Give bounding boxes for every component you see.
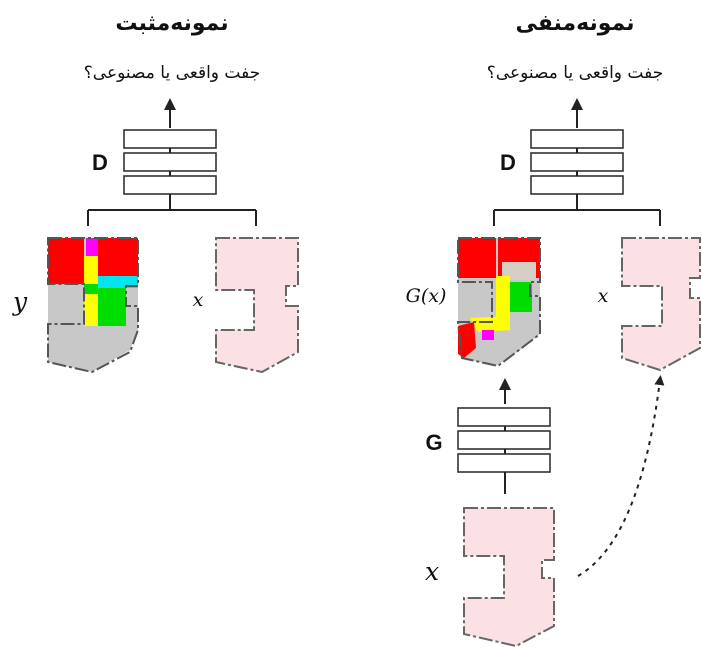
- discriminator-layer: [123, 152, 217, 172]
- positive-floorplan: [47, 237, 139, 374]
- positive-input-bracket: [87, 194, 257, 226]
- positive-discriminator-label: D: [92, 150, 108, 175]
- generated-floorplan: [456, 237, 541, 368]
- discriminator-layer: [530, 152, 624, 172]
- negative-input-bracket: [493, 194, 661, 226]
- generator-layer: [457, 407, 551, 427]
- generator-layer: [457, 430, 551, 450]
- input-label: x: [425, 557, 439, 586]
- generated-label: G(x): [406, 285, 447, 307]
- positive-sample-label: y: [12, 287, 28, 316]
- negative-panel: نمونه‌منفی جفت واقعی یا مصنوعی؟ D: [406, 11, 701, 648]
- discriminator-layer: [123, 129, 217, 149]
- discriminator-layer: [530, 129, 624, 149]
- positive-condition-label: x: [193, 289, 204, 311]
- discriminator-layer: [530, 175, 624, 195]
- negative-panel-title: نمونه‌منفی: [515, 11, 634, 36]
- generator-layer: [457, 453, 551, 473]
- positive-panel-title: نمونه‌مثبت: [115, 11, 228, 36]
- input-outline: [463, 507, 555, 648]
- positive-condition-outline: [215, 237, 299, 374]
- positive-question: جفت واقعی یا مصنوعی؟: [84, 63, 260, 83]
- positive-discriminator: [123, 129, 217, 195]
- negative-discriminator-label: D: [500, 150, 516, 175]
- negative-discriminator: [530, 129, 624, 195]
- negative-question: جفت واقعی یا مصنوعی؟: [487, 63, 663, 83]
- negative-condition-outline: [621, 237, 701, 372]
- generator: [457, 407, 551, 494]
- generator-label: G: [425, 430, 442, 455]
- positive-panel: نمونه‌مثبت جفت واقعی یا مصنوعی؟ D: [12, 11, 299, 374]
- discriminator-layer: [123, 175, 217, 195]
- negative-condition-label: x: [598, 285, 609, 307]
- condition-copy-arrow: [577, 375, 665, 577]
